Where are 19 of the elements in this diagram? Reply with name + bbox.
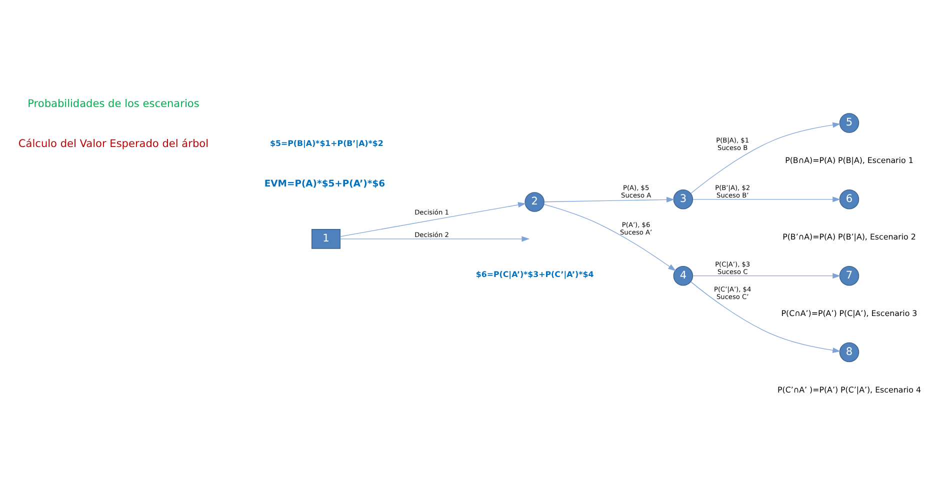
label: Cálculo del Valor Esperado del árbol <box>18 138 209 150</box>
arrow <box>692 273 841 279</box>
node-circle: 8 <box>839 342 860 362</box>
node-circle: 5 <box>839 113 860 133</box>
arrow <box>690 122 841 194</box>
node-circle: 7 <box>839 266 860 286</box>
label: Probabilidades de los escenarios <box>28 98 200 110</box>
arrow <box>340 202 526 237</box>
node-circle: 3 <box>673 190 694 210</box>
arrow <box>690 281 841 353</box>
node-circle: 2 <box>524 192 544 212</box>
node-circle: 4 <box>673 266 694 286</box>
arrow <box>692 196 841 202</box>
node-box: 1 <box>312 229 340 249</box>
arrow <box>544 196 674 202</box>
node-circle: 6 <box>839 190 860 210</box>
label: EVM=P(A)*$5+P(A’)*$6 <box>264 178 386 190</box>
arrow <box>340 236 530 242</box>
arrow <box>544 204 676 272</box>
